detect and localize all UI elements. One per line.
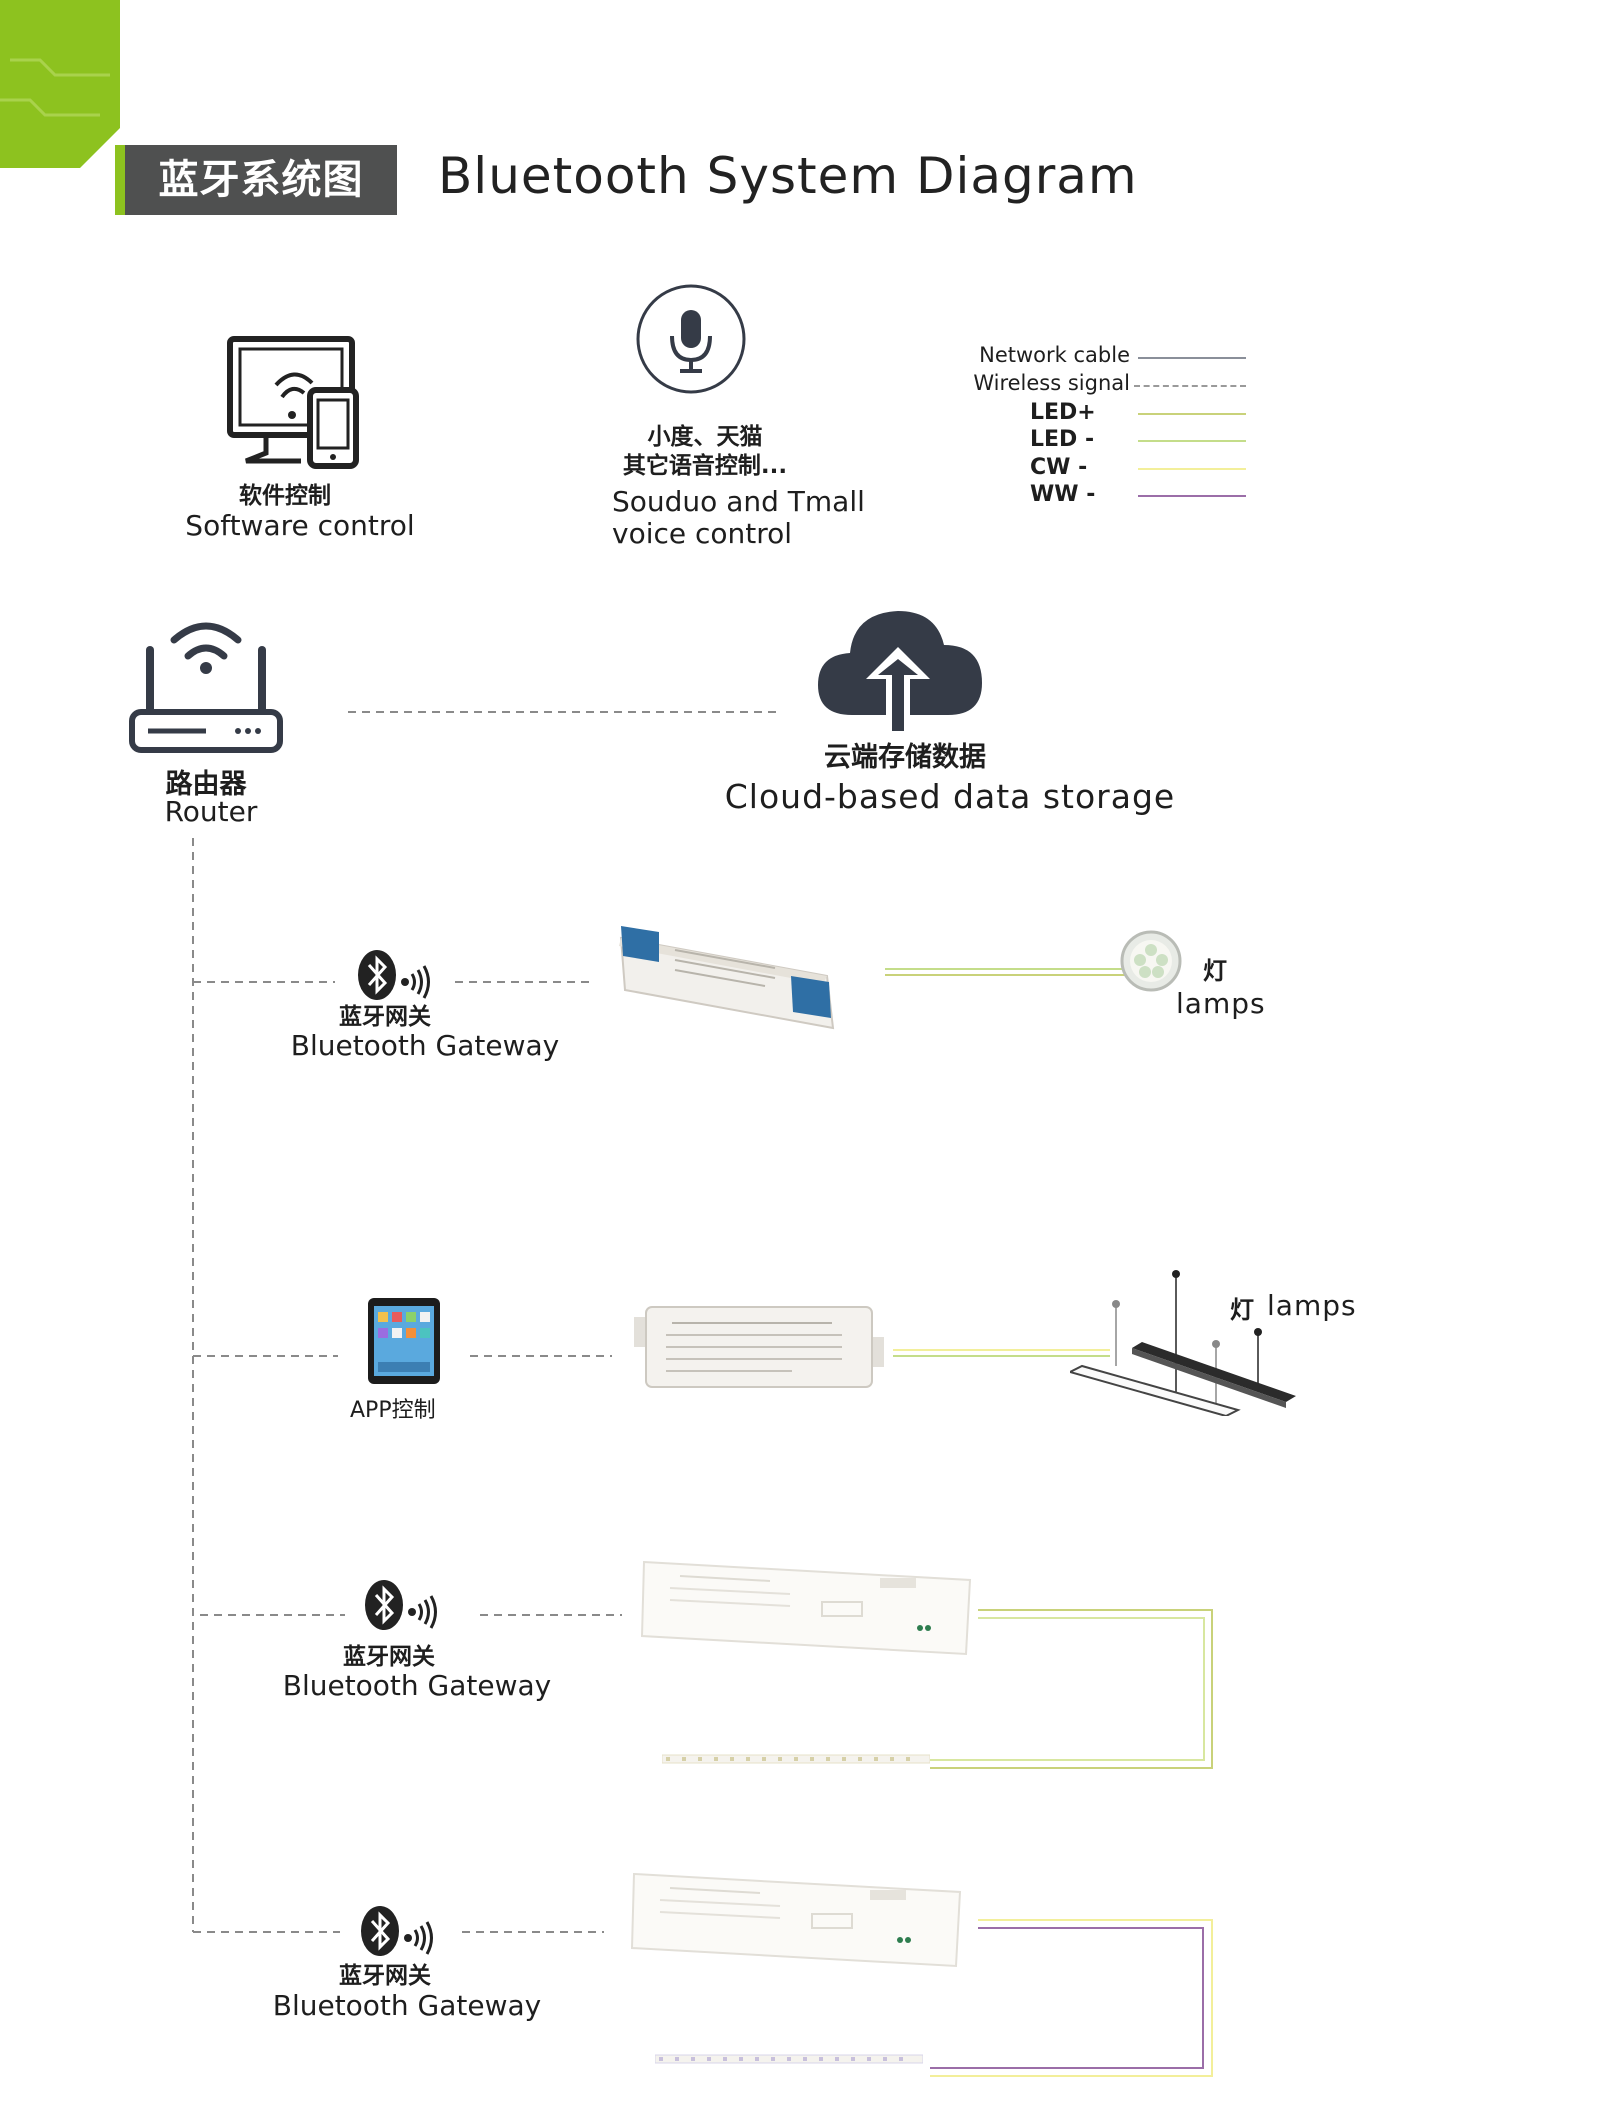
bulb-lamp-icon (1120, 930, 1182, 992)
tablet-app-icon (368, 1298, 440, 1384)
voice-en-1: Souduo and Tmall (612, 485, 865, 518)
legend: Network cable Wireless signal LED+ LED -… (940, 340, 1246, 515)
corner-decoration (0, 0, 120, 168)
row2-lamp-zh: 灯 (1230, 1296, 1254, 1324)
legend-led-minus: LED - (1030, 427, 1095, 452)
legend-cw-minus: CW - (1030, 455, 1088, 480)
row1-gateway-zh: 蓝牙网关 (339, 1004, 431, 1030)
router-en: Router (164, 795, 258, 828)
row4-gateway-zh: 蓝牙网关 (339, 1963, 431, 1989)
legend-wireless-signal: Wireless signal (973, 371, 1130, 395)
legend-swatch-ww (1138, 495, 1246, 497)
legend-ww-minus: WW - (1030, 482, 1096, 507)
bluetooth-gateway-icon (361, 1906, 433, 1956)
legend-led-plus: LED+ (1030, 400, 1096, 425)
cloud-en: Cloud-based data storage (724, 777, 1176, 816)
row1-gateway-en: Bluetooth Gateway (290, 1029, 560, 1062)
row1-lamp-en: lamps (1176, 987, 1266, 1020)
voice-zh-1: 小度、天猫 (647, 424, 763, 450)
legend-swatch-led-plus (1138, 413, 1246, 415)
software-control-en: Software control (185, 509, 415, 542)
led-strip-icon (662, 1754, 930, 1764)
bluetooth-gateway-icon (358, 950, 430, 1000)
row3-gateway-en: Bluetooth Gateway (282, 1669, 552, 1702)
cloud-upload-icon (818, 611, 982, 731)
bluetooth-gateway-icon (365, 1580, 437, 1630)
microphone-icon (636, 284, 746, 394)
zh-title-badge: 蓝牙系统图 (115, 145, 397, 215)
row2-app-label: APP控制 (350, 1398, 436, 1423)
row1-lamp-zh: 灯 (1203, 957, 1227, 985)
linear-pendant-lamp-icon (1070, 1270, 1296, 1416)
led-driver-icon (619, 926, 835, 1030)
monitor-phone-icon (227, 336, 359, 469)
software-control-zh: 软件控制 (239, 483, 331, 509)
voice-zh-2: 其它语音控制... (622, 453, 788, 479)
router-zh: 路由器 (165, 769, 247, 800)
router-icon (129, 622, 283, 753)
slim-led-driver-icon (630, 1872, 962, 1968)
row3-gateway-zh: 蓝牙网关 (343, 1644, 435, 1670)
legend-network-cable: Network cable (979, 343, 1130, 367)
legend-swatch-wireless (1134, 385, 1246, 387)
cloud-zh: 云端存储数据 (824, 742, 986, 773)
legend-swatch-cw (1138, 468, 1246, 470)
page-title: Bluetooth System Diagram (438, 147, 1138, 205)
row4-gateway-en: Bluetooth Gateway (272, 1989, 542, 2022)
legend-swatch-network (1138, 357, 1246, 359)
slim-led-driver-icon (640, 1560, 972, 1656)
row2-lamp-en: lamps (1267, 1289, 1357, 1322)
led-strip-icon (655, 2054, 923, 2064)
legend-swatch-led-minus (1138, 440, 1246, 442)
led-driver-icon (634, 1306, 884, 1388)
voice-en-2: voice control (612, 517, 793, 550)
